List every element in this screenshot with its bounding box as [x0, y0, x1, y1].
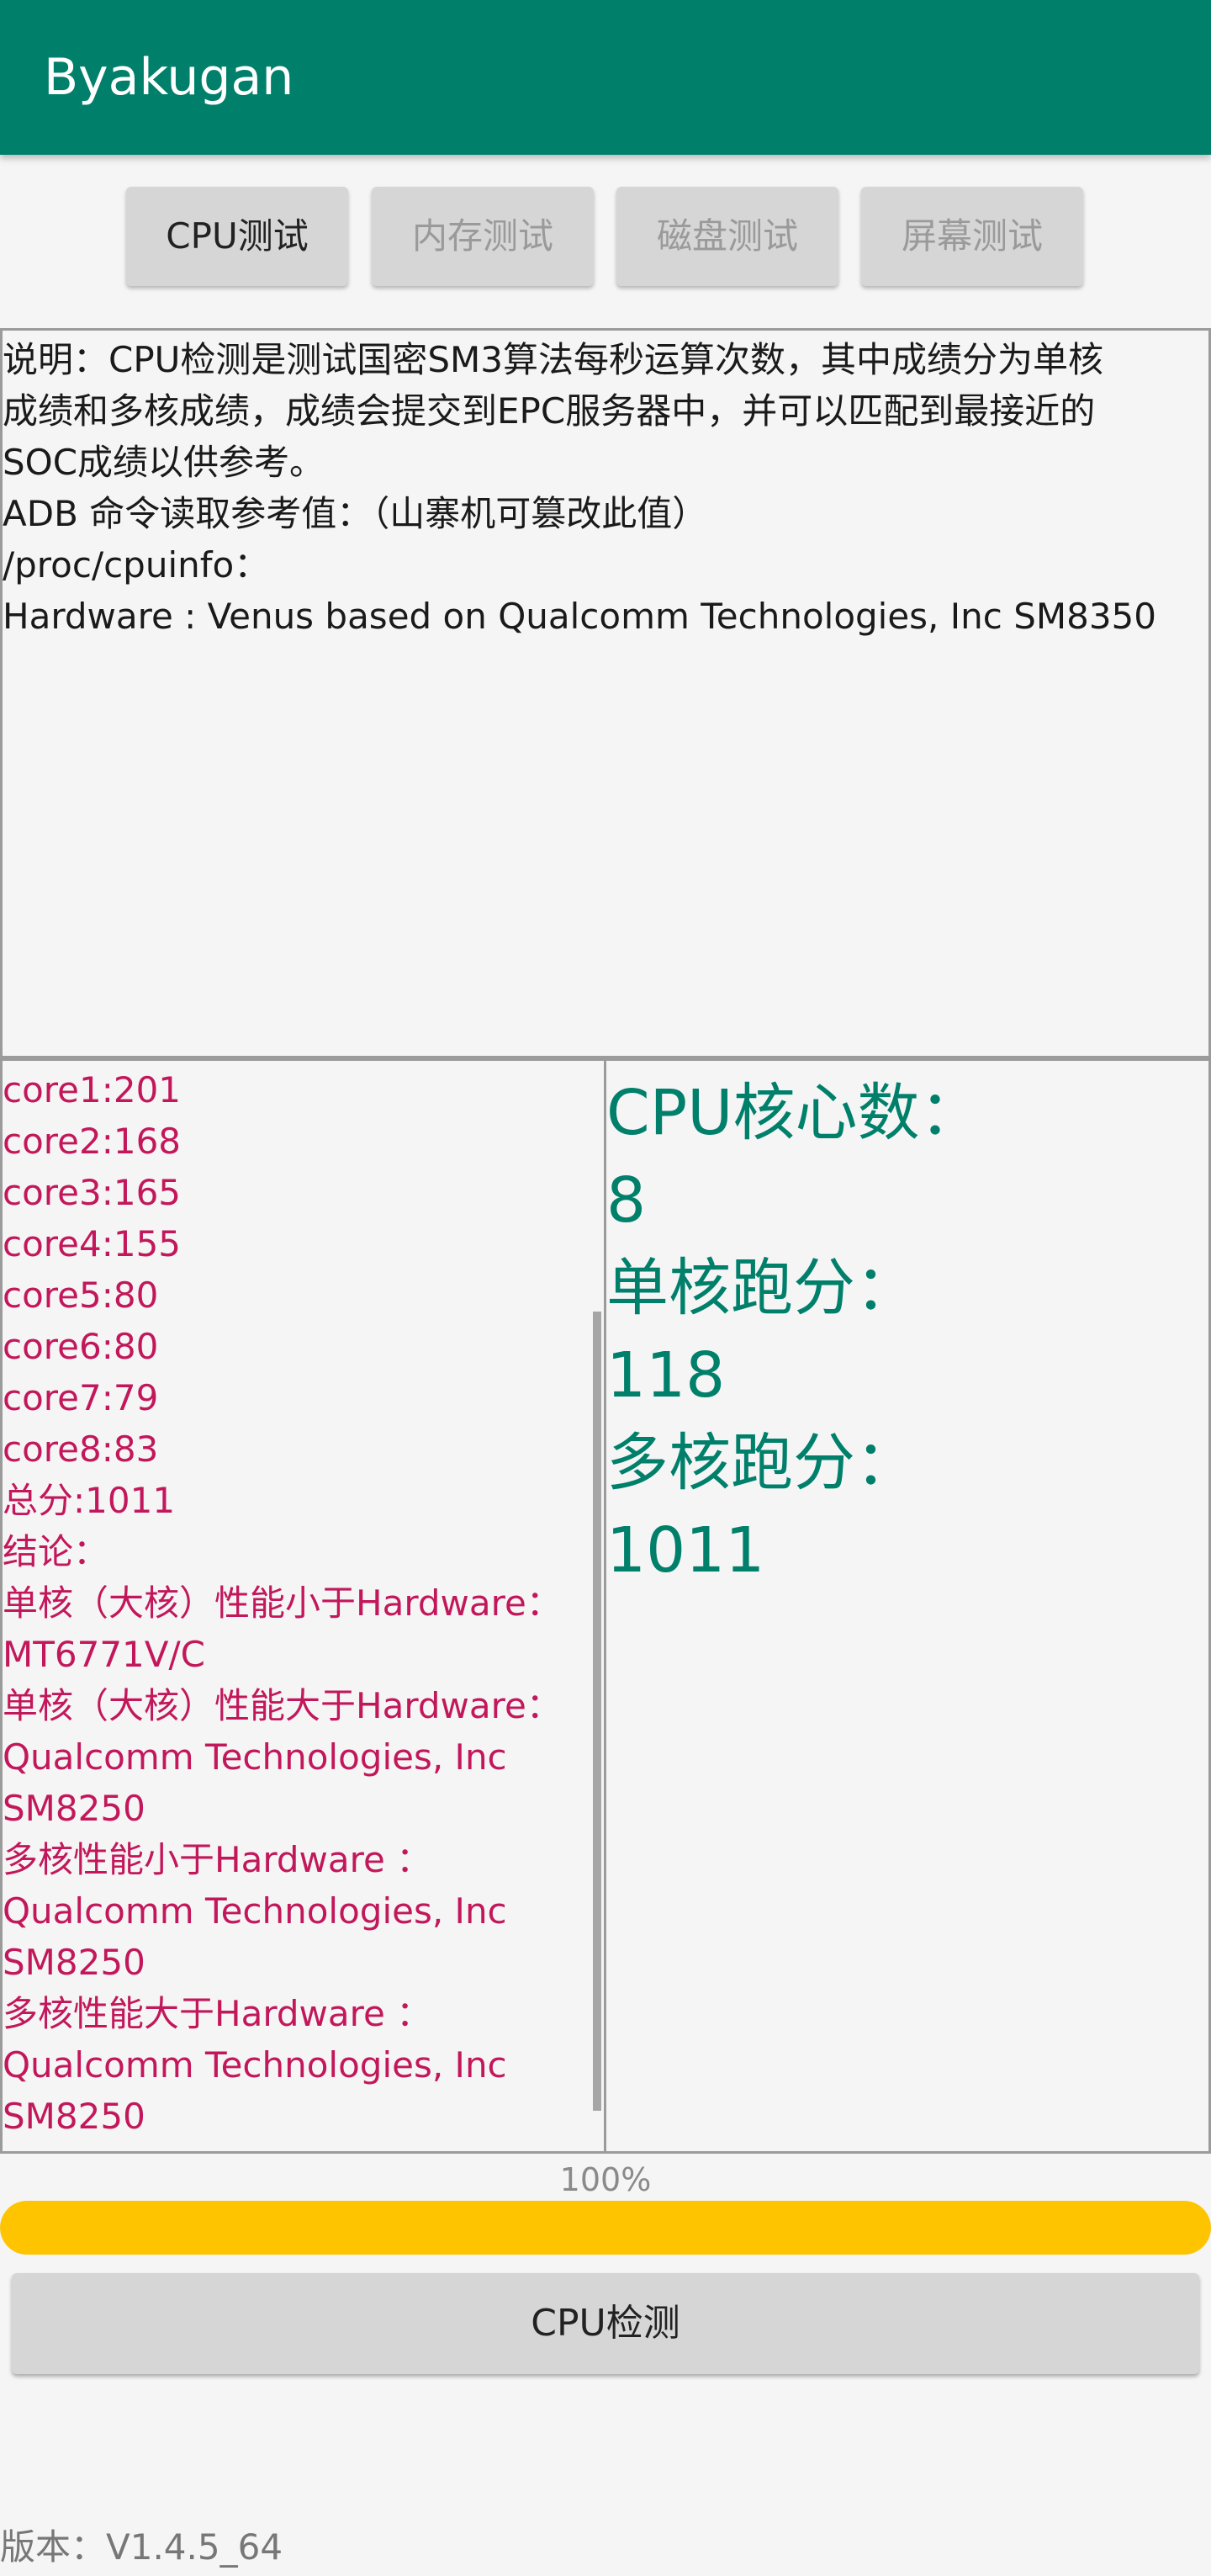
core-score-line: core6:80	[3, 1326, 159, 1367]
core-count-value: 8	[606, 1164, 647, 1237]
conclusion-line: 单核（大核）性能小于Hardware：	[3, 1582, 562, 1624]
conclusion-line: 多核性能小于Hardware ：	[3, 1839, 432, 1880]
description-line: SOC成绩以供参考。	[3, 442, 325, 483]
core-score-line: core7:79	[3, 1377, 159, 1418]
conclusion-line: SM8250	[3, 1788, 145, 1829]
progress-percent-label: 100%	[559, 2161, 652, 2198]
summary-panel: CPU核心数： 8 单核跑分： 118 多核跑分： 1011	[604, 1058, 1211, 2154]
cpuinfo-path-line: /proc/cpuinfo：	[3, 544, 270, 586]
progress-bar	[0, 2201, 1211, 2255]
core-score-line: core4:155	[3, 1223, 182, 1264]
conclusion-line: Qualcomm Technologies, Inc	[3, 2044, 507, 2086]
test-tabs: CPU测试 内存测试 磁盘测试 屏幕测试	[0, 187, 1211, 288]
version-label: 版本：V1.4.5_64	[0, 2526, 283, 2568]
core-score-line: core8:83	[3, 1428, 159, 1470]
core-count-label: CPU核心数：	[606, 1077, 982, 1149]
progress-bar-fill	[0, 2201, 1211, 2255]
conclusion-line: 单核（大核）性能大于Hardware：	[3, 1685, 562, 1726]
core-results-panel[interactable]: core1:201 core2:168 core3:165 core4:155 …	[0, 1058, 607, 2154]
single-score-value: 118	[606, 1339, 726, 1412]
core-score-line: core2:168	[3, 1121, 182, 1162]
tab-disk-test[interactable]: 磁盘测试	[616, 187, 838, 286]
multi-score-value: 1011	[606, 1514, 765, 1587]
tab-screen-test[interactable]: 屏幕测试	[861, 187, 1083, 286]
conclusion-line: SM8250	[3, 1942, 145, 1983]
core-score-line: core5:80	[3, 1275, 159, 1316]
results-area: core1:201 core2:168 core3:165 core4:155 …	[0, 1058, 1211, 2154]
conclusion-line: Qualcomm Technologies, Inc	[3, 1890, 507, 1932]
conclusion-line: 多核性能大于Hardware ：	[3, 1993, 432, 2034]
adb-hint-line: ADB 命令读取参考值：（山寨机可篡改此值）	[3, 493, 708, 534]
core-score-line: core1:201	[3, 1069, 182, 1110]
tab-cpu-test[interactable]: CPU测试	[126, 187, 348, 286]
app-bar: Byakugan	[0, 0, 1211, 155]
description-panel: 说明：CPU检测是测试国密SM3算法每秒运算次数，其中成绩分为单核 成绩和多核成…	[0, 328, 1211, 1058]
single-score-label: 单核跑分：	[606, 1252, 918, 1324]
description-line: 说明：CPU检测是测试国密SM3算法每秒运算次数，其中成绩分为单核	[3, 339, 1104, 380]
total-score-line: 总分:1011	[3, 1480, 176, 1521]
app-title: Byakugan	[44, 48, 294, 107]
core-score-line: core3:165	[3, 1172, 182, 1213]
results-scrollbar[interactable]	[593, 1312, 601, 2111]
conclusion-line: MT6771V/C	[3, 1634, 205, 1675]
conclusion-line: Qualcomm Technologies, Inc	[3, 1736, 507, 1778]
description-line: 成绩和多核成绩，成绩会提交到EPC服务器中，并可以匹配到最接近的	[3, 390, 1096, 432]
conclusion-heading: 结论：	[3, 1531, 109, 1572]
multi-score-label: 多核跑分：	[606, 1427, 918, 1499]
conclusion-line: SM8250	[3, 2096, 145, 2137]
hardware-line: Hardware : Venus based on Qualcomm Techn…	[3, 596, 1156, 637]
tab-memory-test[interactable]: 内存测试	[372, 187, 594, 286]
cpu-detect-button[interactable]: CPU检测	[12, 2273, 1199, 2374]
